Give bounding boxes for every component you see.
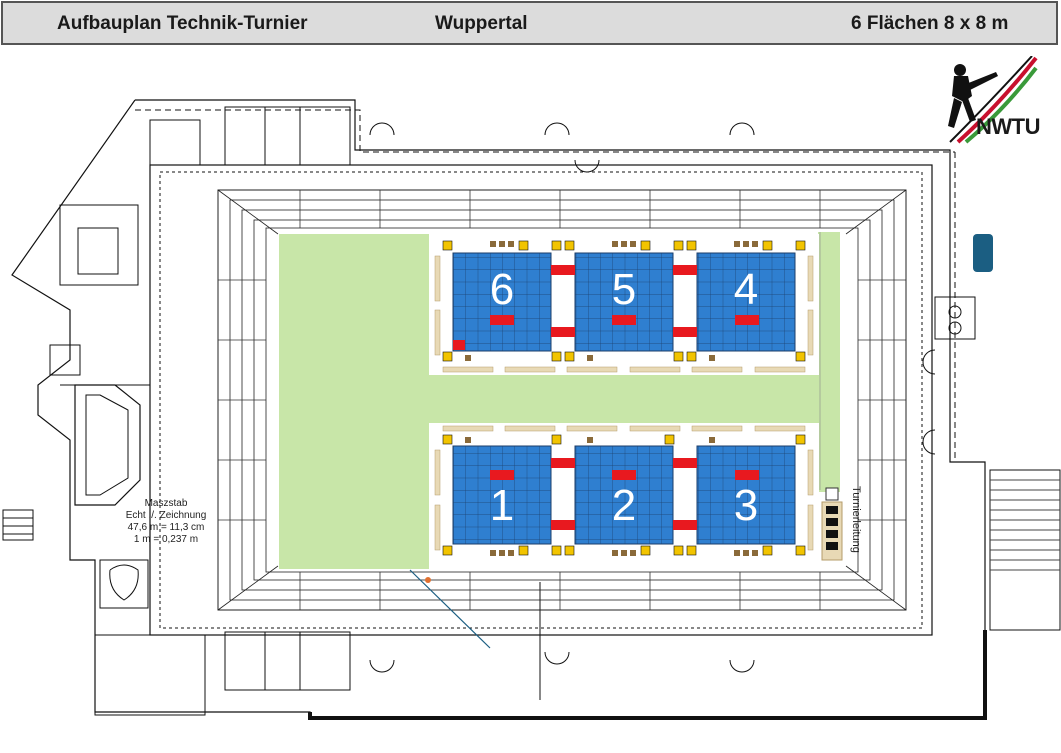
turnierleitung-label: Turnierleitung [850, 486, 862, 553]
mat-2 [574, 445, 674, 545]
mat-number: 3 [734, 481, 758, 530]
mat-3 [696, 445, 796, 545]
score-boxes [465, 241, 758, 556]
mat-number: 1 [490, 481, 514, 530]
mat-5 [574, 252, 674, 352]
scale-factor: 1 m = 0,237 m [133, 534, 199, 545]
floor-plan: 6 5 4 1 2 3 [2, 99, 1061, 720]
scale-note: Maszstab Echt ./. Zeichnung 47,6 m = 11,… [118, 498, 214, 546]
header-bar: Aufbauplan Technik-Turnier Wuppertal 6 F… [1, 1, 1058, 45]
warmup-area [279, 232, 840, 569]
mat-number: 5 [612, 265, 636, 314]
marker-tag [973, 234, 993, 272]
nwtu-logo [948, 56, 1038, 144]
chairs [442, 240, 806, 556]
tournament-desk [821, 487, 843, 561]
page-title: Aufbauplan Technik-Turnier [57, 13, 308, 34]
mat-number: 6 [490, 265, 514, 314]
mat-6 [452, 252, 552, 352]
red-markers [551, 265, 697, 530]
mat-number: 4 [734, 265, 758, 314]
scale-title: Maszstab [144, 498, 188, 509]
logo-text: NWTU [976, 114, 1040, 139]
areas-label: 6 Flächen 8 x 8 m [851, 13, 1009, 34]
scale-ratio: Echt ./. Zeichnung [125, 510, 207, 521]
scale-measure: 47,6 m = 11,3 cm [127, 522, 205, 533]
mat-1 [452, 445, 552, 545]
mat-number: 2 [612, 481, 636, 530]
location-label: Wuppertal [435, 13, 528, 34]
mat-4 [696, 252, 796, 352]
